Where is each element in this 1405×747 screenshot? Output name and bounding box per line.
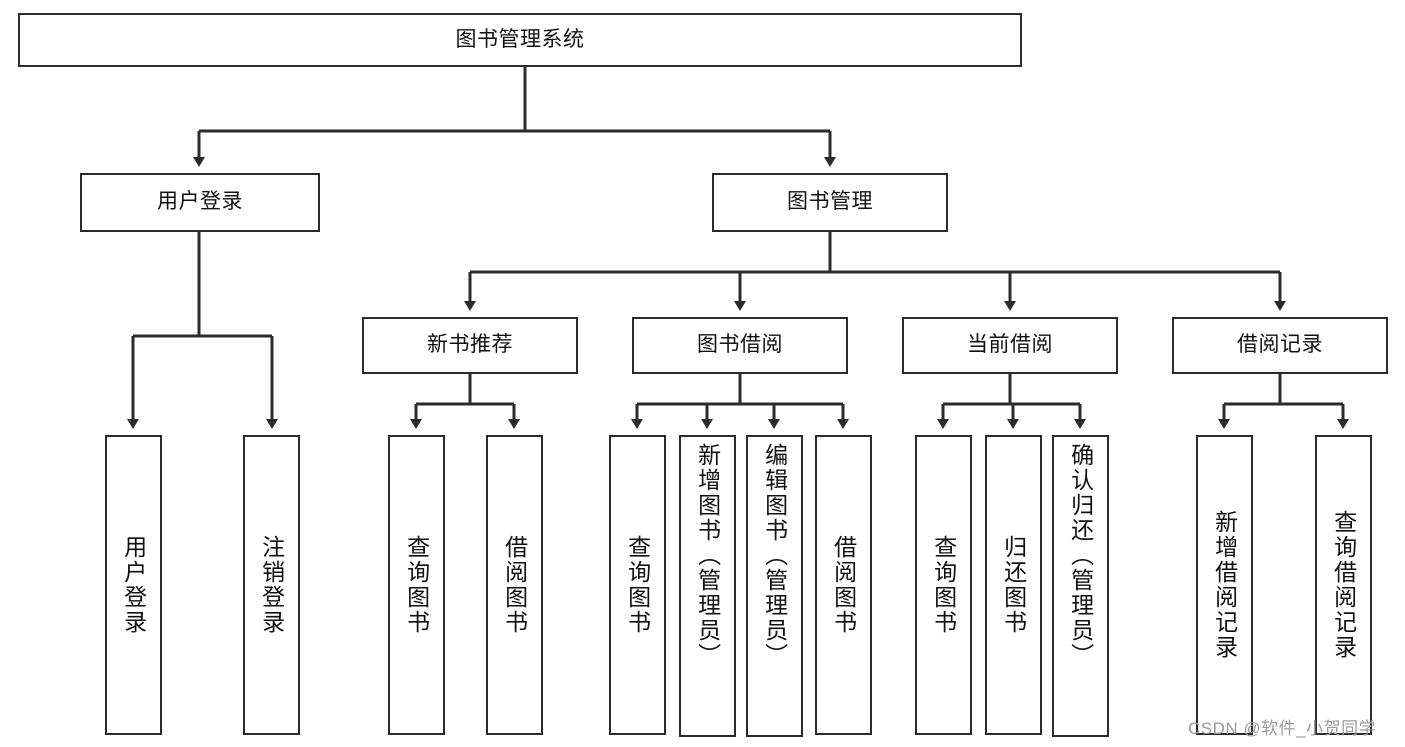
node-leaf-query-book-1-label: 查询图书 <box>403 535 430 635</box>
node-new-book-recommend[interactable]: 新书推荐 <box>362 317 578 374</box>
node-user-login-label: 用户登录 <box>157 190 243 214</box>
node-leaf-query-book-3-label: 查询图书 <box>930 535 957 635</box>
node-borrow-record[interactable]: 借阅记录 <box>1172 317 1388 374</box>
node-leaf-query-book-3[interactable]: 查询图书 <box>915 435 972 735</box>
node-leaf-user-login-label: 用户登录 <box>120 535 147 635</box>
node-leaf-edit-book-admin-label: 编辑图书（管理员） <box>761 443 788 668</box>
node-new-book-recommend-label: 新书推荐 <box>427 333 513 357</box>
node-leaf-add-borrow-record[interactable]: 新增借阅记录 <box>1196 435 1253 735</box>
node-leaf-return-book-label: 归还图书 <box>1000 535 1027 635</box>
node-current-borrow-label: 当前借阅 <box>967 333 1053 357</box>
node-root-label: 图书管理系统 <box>455 27 585 51</box>
node-borrow-record-label: 借阅记录 <box>1237 333 1323 357</box>
node-book-management[interactable]: 图书管理 <box>712 173 948 232</box>
node-leaf-query-book-1[interactable]: 查询图书 <box>388 435 445 735</box>
node-current-borrow[interactable]: 当前借阅 <box>902 317 1118 374</box>
node-leaf-query-book-2[interactable]: 查询图书 <box>609 435 666 735</box>
node-book-borrow[interactable]: 图书借阅 <box>632 317 848 374</box>
node-leaf-query-borrow-record[interactable]: 查询借阅记录 <box>1315 435 1372 735</box>
node-leaf-edit-book-admin[interactable]: 编辑图书（管理员） <box>746 435 803 737</box>
node-leaf-confirm-return-admin-label: 确认归还（管理员） <box>1067 443 1094 668</box>
node-leaf-user-logout-label: 注销登录 <box>258 535 285 635</box>
node-leaf-query-borrow-record-label: 查询借阅记录 <box>1330 510 1357 660</box>
node-user-login[interactable]: 用户登录 <box>80 173 320 232</box>
node-leaf-user-logout[interactable]: 注销登录 <box>243 435 300 735</box>
node-leaf-confirm-return-admin[interactable]: 确认归还（管理员） <box>1052 435 1109 737</box>
node-leaf-add-book-admin[interactable]: 新增图书（管理员） <box>679 435 736 737</box>
node-leaf-add-book-admin-label: 新增图书（管理员） <box>694 443 721 668</box>
node-leaf-query-book-2-label: 查询图书 <box>624 535 651 635</box>
node-leaf-add-borrow-record-label: 新增借阅记录 <box>1211 510 1238 660</box>
node-book-borrow-label: 图书借阅 <box>697 333 783 357</box>
node-leaf-borrow-book-1[interactable]: 借阅图书 <box>486 435 543 735</box>
node-leaf-user-login[interactable]: 用户登录 <box>105 435 162 735</box>
node-leaf-borrow-book-1-label: 借阅图书 <box>501 535 528 635</box>
node-root[interactable]: 图书管理系统 <box>18 13 1022 67</box>
node-leaf-borrow-book-2[interactable]: 借阅图书 <box>815 435 872 735</box>
node-leaf-return-book[interactable]: 归还图书 <box>985 435 1042 735</box>
node-book-management-label: 图书管理 <box>787 190 873 214</box>
csdn-watermark: CSDN @软件_小贺同学 <box>1188 719 1377 738</box>
node-leaf-borrow-book-2-label: 借阅图书 <box>830 535 857 635</box>
